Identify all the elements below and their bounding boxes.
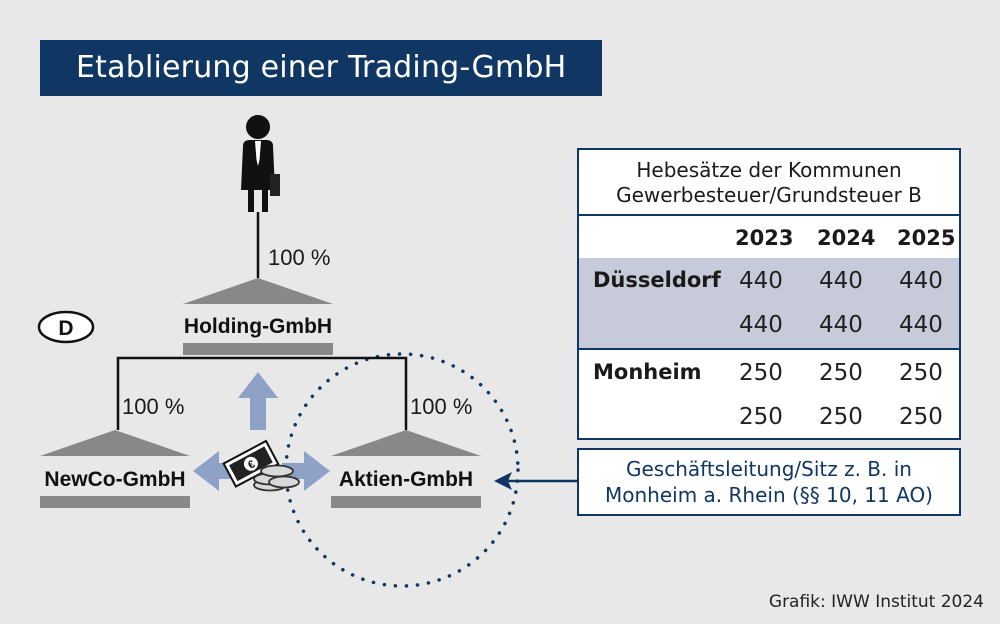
arrow-left-icon [193,451,244,491]
value-cell: 440 [899,312,943,338]
table-header-line1: Hebesätze der Kommunen [636,158,902,182]
holding-gmbh-label: Holding-GmbH [184,315,332,338]
hebesaetze-table: Hebesätze der Kommunen Gewerbesteuer/Gru… [577,148,961,516]
arrow-left-navy-icon [494,472,512,490]
money-euro-icon: € [222,439,300,492]
ownership-label-newco: 100 % [122,394,184,419]
value-cell: 440 [819,312,863,338]
year-col-1: 2023 [735,226,794,250]
arrow-up-icon [238,372,278,430]
page-title: Etablierung einer Trading-GmbH [40,40,602,96]
value-cell: 440 [739,312,783,338]
shareholder-person-icon [241,115,280,212]
euro-symbol: € [246,458,257,471]
seat-note-line2: Monheim a. Rhein (§§ 10, 11 AO) [605,483,933,507]
ownership-label-aktien: 100 % [410,394,472,419]
seat-note: Geschäftsleitung/Sitz z. B. in Monheim a… [577,448,961,516]
table-header: Hebesätze der Kommunen Gewerbesteuer/Gru… [577,148,961,216]
city-label: Monheim [593,360,702,384]
newco-gmbh-label: NewCo-GmbH [44,468,185,491]
value-cell: 440 [899,268,943,294]
aktien-gmbh-building: Aktien-GmbH [331,430,481,508]
country-badge [37,310,95,344]
year-col-3: 2025 [897,226,956,250]
arrow-right-icon [282,451,330,491]
value-cell: 250 [819,360,863,386]
city-label: Düsseldorf [593,268,721,292]
value-cell: 250 [739,404,783,430]
newco-gmbh-building: NewCo-GmbH [40,430,190,508]
value-cell: 250 [899,360,943,386]
aktien-gmbh-label: Aktien-GmbH [339,468,473,491]
value-cell: 250 [739,360,783,386]
holding-gmbh-building: Holding-GmbH [183,278,333,355]
ownership-lines [116,212,408,430]
value-cell: 440 [819,268,863,294]
table-header-line2: Gewerbesteuer/Grundsteuer B [616,183,922,207]
table-year-row: 2023 2024 2025 [577,216,961,258]
profit-flow-arrows [193,372,330,491]
country-badge-label: D [58,317,73,340]
seat-note-line1: Geschäftsleitung/Sitz z. B. in [626,457,912,481]
value-cell: 250 [899,404,943,430]
year-col-2: 2024 [817,226,876,250]
focus-dotted-circle [284,352,520,588]
table-row-monheim: Monheim 250 250 250 250 250 250 [577,348,961,440]
value-cell: 250 [819,404,863,430]
ownership-label-holding: 100 % [268,245,330,270]
seat-pointer-arrow [494,472,578,490]
value-cell: 440 [739,268,783,294]
table-row-duesseldorf: Düsseldorf 440 440 440 440 440 440 [577,258,961,348]
source-credit: Grafik: IWW Institut 2024 [768,592,984,612]
